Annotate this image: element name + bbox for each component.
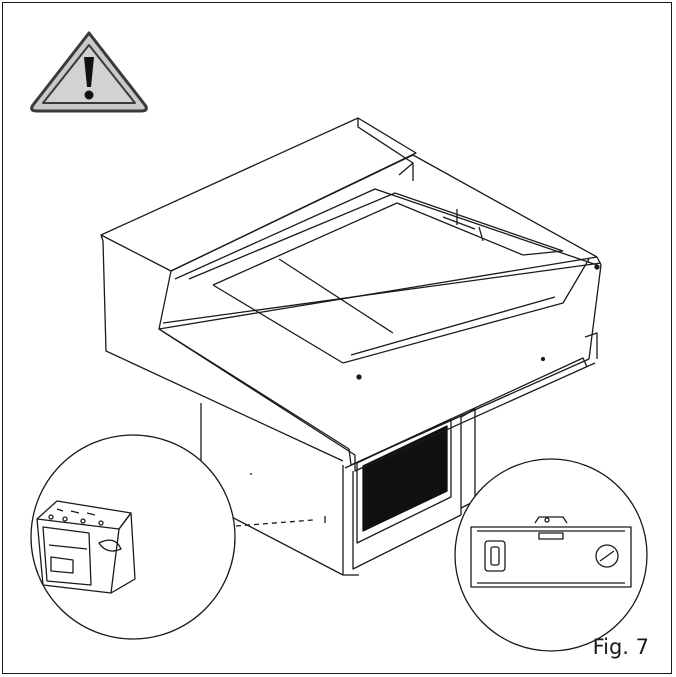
display-well [188, 162, 600, 380]
spirit-level-icon [470, 516, 632, 588]
installation-diagram [30, 31, 648, 652]
level-callout [454, 458, 648, 652]
figure-caption: Fig. 7 [592, 635, 649, 659]
thermostat-callout [30, 434, 314, 640]
thermostat-controller-icon [36, 500, 136, 594]
display-counter-body [100, 117, 602, 472]
warning-triangle-icon [30, 31, 148, 113]
ventilation-grille [356, 418, 452, 544]
